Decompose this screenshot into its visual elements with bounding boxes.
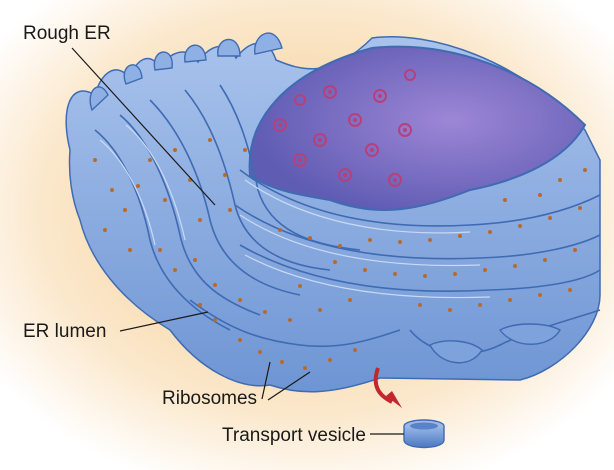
leader-lines [71, 47, 404, 435]
label-ribosomes: Ribosomes [162, 388, 257, 409]
rough-er-illustration [65, 32, 601, 393]
label-transport-vesicle: Transport vesicle [222, 425, 366, 446]
er-cisternae [94, 84, 601, 355]
ribosomes-leader-2 [267, 371, 311, 401]
er-lumen-highlights [99, 124, 491, 299]
er-lumen-leader [119, 311, 209, 332]
er-bottom-folds [429, 323, 561, 364]
er-tubules [89, 32, 283, 112]
ribosomes-leader-1 [261, 361, 271, 400]
label-er-lumen: ER lumen [23, 321, 106, 342]
nuclear-pore-centers [278, 90, 407, 182]
transport-vesicle-icon [403, 419, 445, 449]
nuclear-pores [273, 69, 416, 187]
secretion-arrow-icon [373, 367, 402, 408]
ribosome-dots [93, 138, 587, 370]
label-rough-er: Rough ER [23, 23, 111, 44]
rough-er-leader [71, 47, 216, 206]
